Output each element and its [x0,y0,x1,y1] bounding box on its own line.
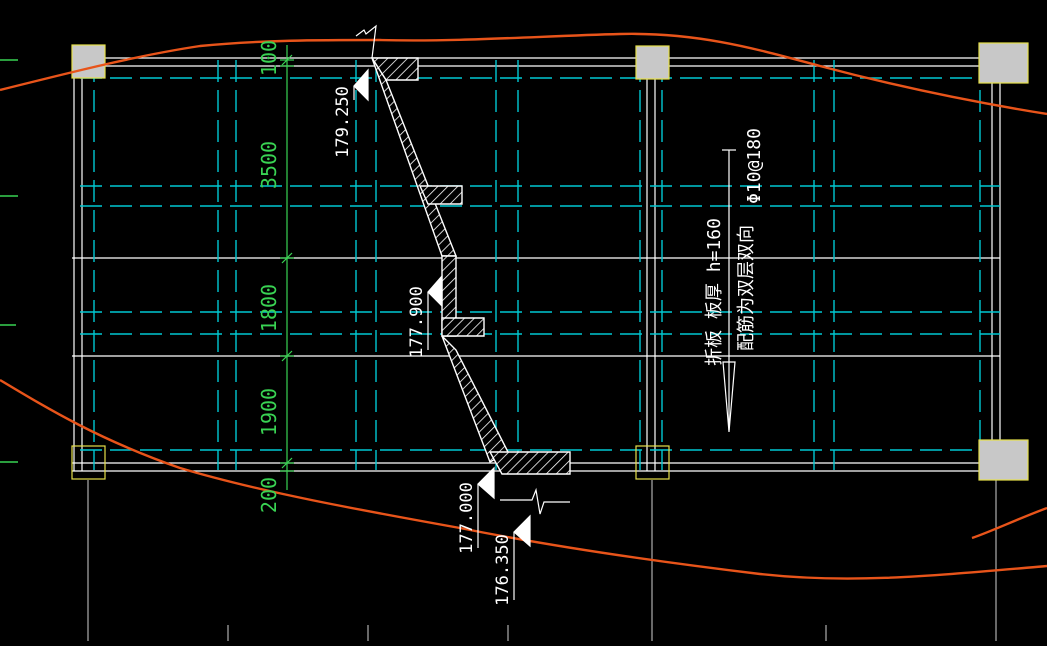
slab-note-line3: Φ10@180 [744,128,765,204]
elev-marker-179250 [353,68,369,102]
dim-1800: 1800 [257,284,281,332]
columns-outline [71,445,670,480]
column-bottom-mid [635,445,670,480]
elev-marker-177900 [427,274,443,308]
columns [71,42,1029,481]
break-bottom [500,487,570,515]
elev-marker-177000 [477,466,495,500]
contour-bottom [0,378,1047,580]
folded-slab-section [370,57,571,475]
slab-note-line2: 配筋为双层双向 [736,225,757,351]
elev-marker-176350 [513,514,531,548]
column-bottom-right [978,439,1029,481]
contour-small [971,506,1047,540]
span-arrow [722,149,736,433]
slab-note-line1: 折板 板厚 h=160 [704,218,725,366]
break-symbols [355,24,570,515]
elevation-179250: 179.250 [333,86,353,158]
dim-100: 100 [257,40,281,76]
elevation-176350: 176.350 [493,534,513,606]
slab-rib-1 [418,185,463,205]
left-green-ticks [0,59,18,463]
dashed-beam-lines [80,60,1000,470]
bottom-grid-ticks [87,480,997,641]
column-top-mid [635,45,670,80]
slab-outline [72,57,1001,472]
break-top [355,24,377,59]
elevation-177900: 177.900 [407,286,427,358]
column-top-right [978,42,1029,84]
slab-bottom-landing [488,451,571,475]
column-top-left [71,44,106,79]
dim-200: 200 [257,477,281,513]
vertical-dimension-line [280,45,294,490]
column-bottom-left [71,445,106,480]
slab-rib-2 [441,317,485,337]
elevation-markers [353,68,531,600]
elevation-177000: 177.000 [457,482,477,554]
arrow-head-icon [722,361,736,433]
terrain-contours [0,32,1047,580]
slab-incline-upper [371,57,458,257]
dim-1900: 1900 [257,388,281,436]
contour-top [0,32,1047,116]
slab-incline-lower [441,335,509,464]
dim-3500: 3500 [257,141,281,189]
